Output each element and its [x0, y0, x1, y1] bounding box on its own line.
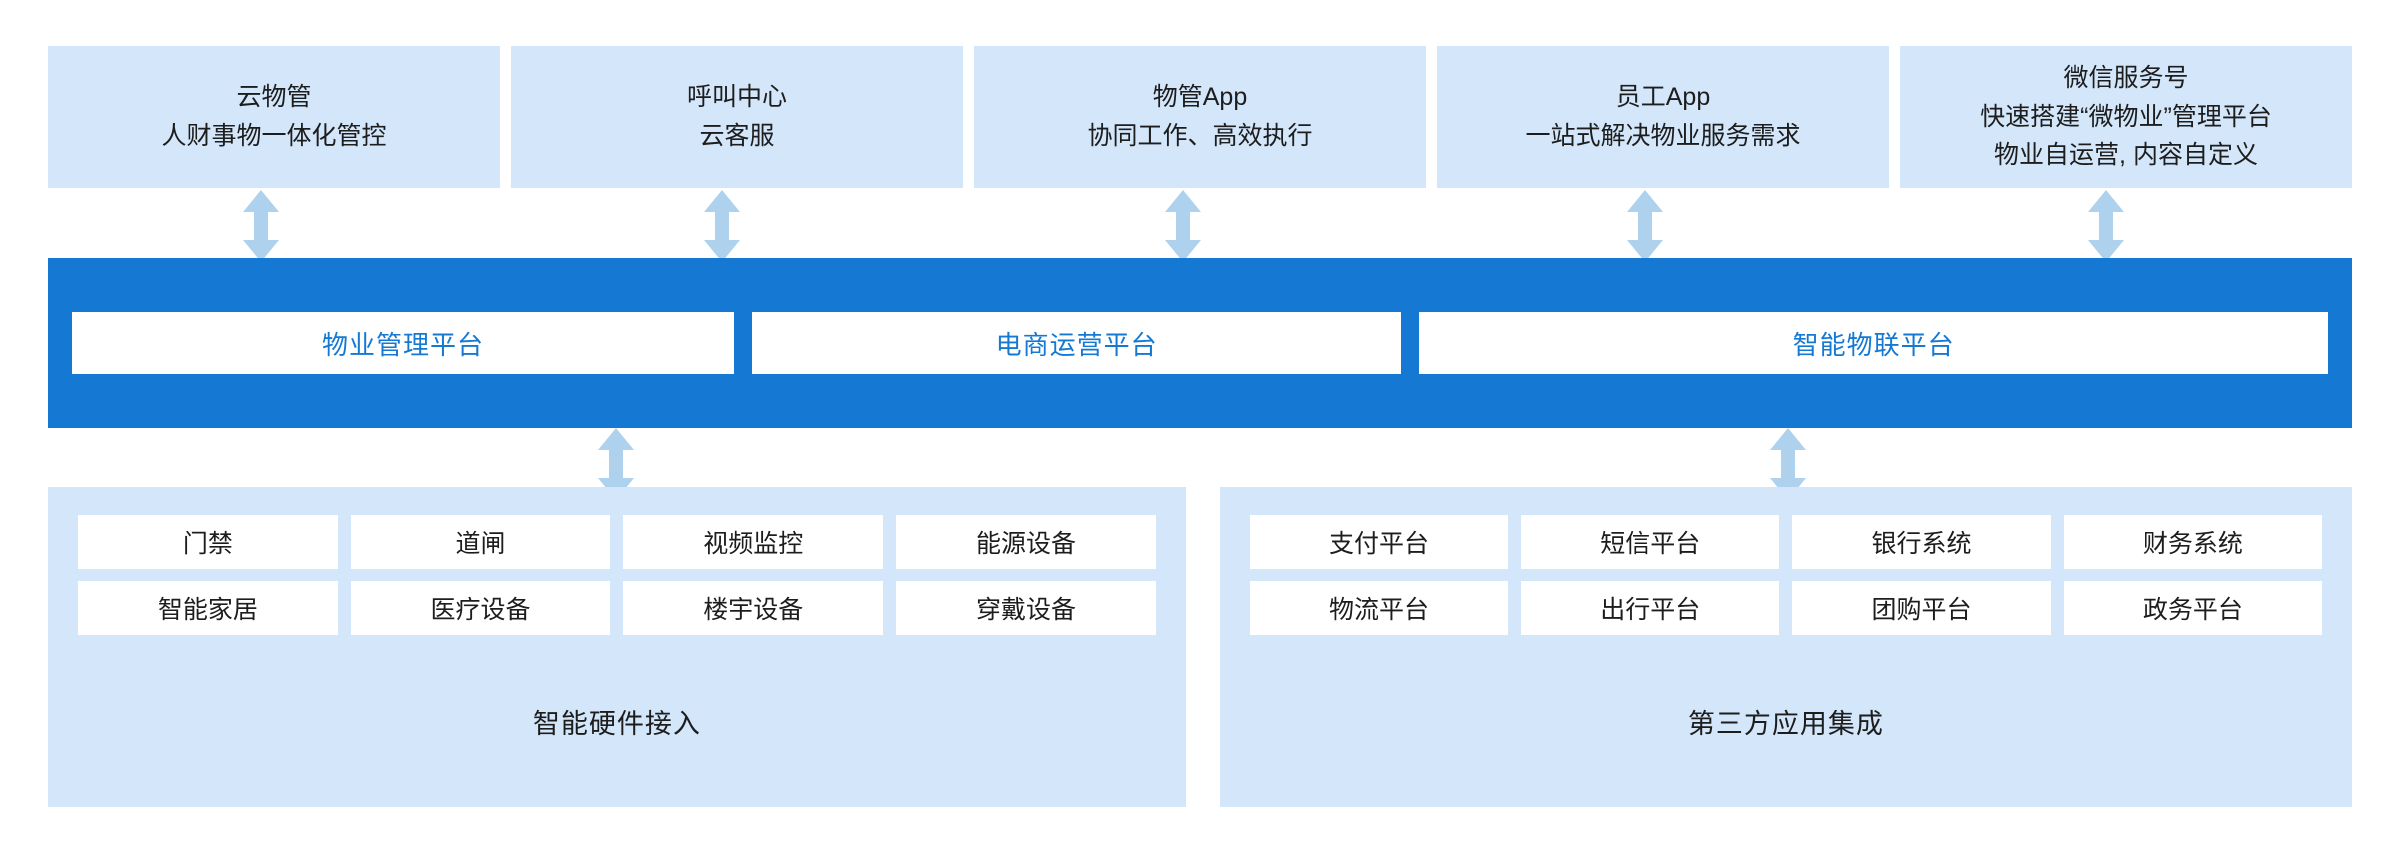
- double-arrow-icon-channel-5: [2086, 190, 2126, 262]
- channel-box-call-center[interactable]: 呼叫中心 云客服: [511, 46, 963, 188]
- hardware-item-grid: 门禁 道闸 视频监控 能源设备 智能家居 医疗设备 楼宇设备 穿戴设备: [78, 515, 1156, 635]
- bottom-panel-row: 门禁 道闸 视频监控 能源设备 智能家居 医疗设备 楼宇设备 穿戴设备 智能硬件…: [48, 487, 2352, 807]
- channel-box-cloud-property[interactable]: 云物管 人财事物一体化管控: [48, 46, 500, 188]
- hardware-item-access-control[interactable]: 门禁: [78, 515, 338, 569]
- thirdparty-item-logistics-platform[interactable]: 物流平台: [1249, 581, 1509, 635]
- channel-box-title: 云物管: [236, 83, 312, 112]
- channel-box-subtitle: 云客服: [699, 122, 775, 150]
- core-platform-smart-iot[interactable]: 智能物联平台: [1419, 312, 2328, 374]
- channel-box-subtitle: 快速搭建“微物业”管理平台: [1980, 102, 2272, 131]
- thirdparty-item-finance-system[interactable]: 财务系统: [2063, 515, 2322, 569]
- channel-box-subtitle: 协同工作、高效执行: [1087, 122, 1313, 150]
- hardware-item-smart-home[interactable]: 智能家居: [78, 581, 338, 635]
- channel-box-title: 员工App: [1615, 83, 1711, 112]
- hardware-item-video-surveillance[interactable]: 视频监控: [623, 515, 884, 569]
- thirdparty-item-groupbuy-platform[interactable]: 团购平台: [1792, 581, 2051, 635]
- hardware-item-barrier-gate[interactable]: 道闸: [350, 515, 611, 569]
- channel-box-wechat-service-account[interactable]: 微信服务号 快速搭建“微物业”管理平台 物业自运营, 内容自定义: [1900, 46, 2352, 188]
- hardware-item-energy-equipment[interactable]: 能源设备: [896, 515, 1156, 569]
- thirdparty-item-grid: 支付平台 短信平台 银行系统 财务系统 物流平台 出行平台 团购平台 政务平台: [1249, 515, 2322, 635]
- double-arrow-icon-channel-4: [1625, 190, 1665, 262]
- core-platform-ecommerce-operations[interactable]: 电商运营平台: [752, 312, 1402, 374]
- core-platform-bar: 物业管理平台 电商运营平台 智能物联平台: [48, 258, 2352, 428]
- channel-box-title: 物管App: [1152, 83, 1248, 112]
- double-arrow-icon-channel-2: [702, 190, 742, 262]
- channel-box-title: 呼叫中心: [686, 83, 787, 112]
- channel-box-subtitle2: 物业自运营, 内容自定义: [1994, 141, 2258, 170]
- thirdparty-item-payment-platform[interactable]: 支付平台: [1249, 515, 1509, 569]
- hardware-item-medical-equipment[interactable]: 医疗设备: [350, 581, 611, 635]
- thirdparty-item-banking-system[interactable]: 银行系统: [1792, 515, 2051, 569]
- hardware-item-building-equipment[interactable]: 楼宇设备: [623, 581, 884, 635]
- channel-box-property-app[interactable]: 物管App 协同工作、高效执行: [974, 46, 1426, 188]
- double-arrow-icon-thirdparty: [1768, 428, 1808, 500]
- channel-box-row: 云物管 人财事物一体化管控 呼叫中心 云客服 物管App 协同工作、高效执行 员…: [48, 46, 2352, 188]
- thirdparty-item-government-platform[interactable]: 政务平台: [2063, 581, 2322, 635]
- channel-box-subtitle: 一站式解决物业服务需求: [1525, 122, 1801, 150]
- channel-box-subtitle: 人财事物一体化管控: [161, 122, 387, 150]
- hardware-item-wearable-devices[interactable]: 穿戴设备: [896, 581, 1156, 635]
- channel-box-title: 微信服务号: [2063, 63, 2189, 92]
- thirdparty-item-travel-platform[interactable]: 出行平台: [1521, 581, 1780, 635]
- core-platform-property-management[interactable]: 物业管理平台: [72, 312, 735, 374]
- double-arrow-icon-channel-1: [241, 190, 281, 262]
- double-arrow-icon-hardware: [596, 428, 636, 500]
- panel-caption-smart-hardware-access: 智能硬件接入: [532, 708, 701, 739]
- double-arrow-icon-channel-3: [1163, 190, 1203, 262]
- panel-caption-third-party-integration: 第三方应用集成: [1687, 708, 1884, 739]
- panel-smart-hardware-access: 门禁 道闸 视频监控 能源设备 智能家居 医疗设备 楼宇设备 穿戴设备 智能硬件…: [48, 487, 1186, 807]
- thirdparty-item-sms-platform[interactable]: 短信平台: [1521, 515, 1780, 569]
- channel-box-staff-app[interactable]: 员工App 一站式解决物业服务需求: [1437, 46, 1889, 188]
- panel-third-party-integration: 支付平台 短信平台 银行系统 财务系统 物流平台 出行平台 团购平台 政务平台 …: [1219, 487, 2352, 807]
